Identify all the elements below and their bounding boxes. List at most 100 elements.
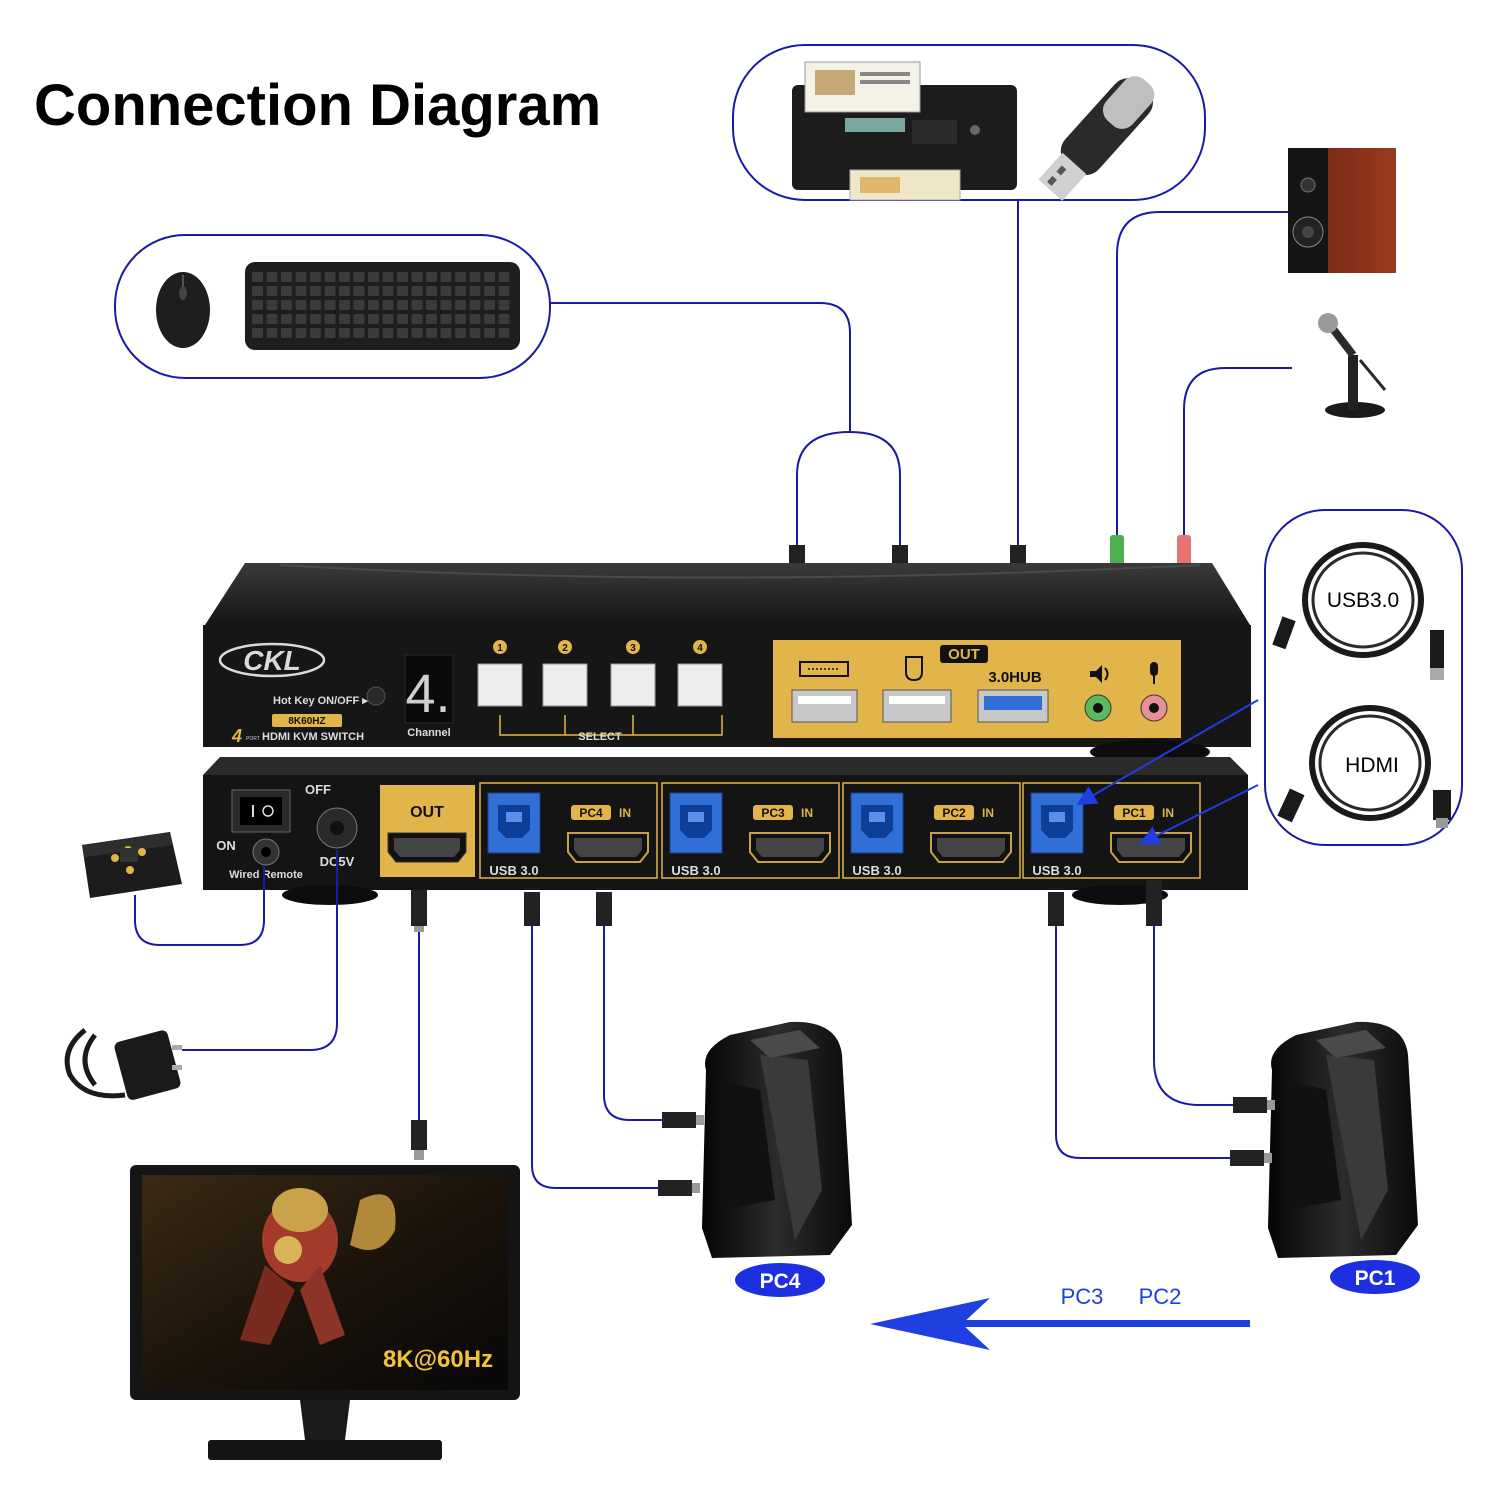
arrow-label-pc3: PC3 <box>1061 1284 1104 1309</box>
select-button-3[interactable]: 3 <box>610 640 656 707</box>
pc-port-badge-bg <box>753 805 793 820</box>
power-adapter-icon <box>64 1028 182 1100</box>
select-number-2: 2 <box>562 643 568 654</box>
pc1-usb-plug-icon <box>1048 892 1064 926</box>
pc4-hdmi-plug-icon <box>596 892 612 926</box>
pc4-badge: PC4 <box>735 1263 825 1297</box>
direction-arrow: PC3 PC2 <box>870 1284 1250 1350</box>
mic-port-icon <box>1150 662 1158 684</box>
pc1-hdmi-end-plug <box>1233 1097 1275 1113</box>
pc1-tower-icon <box>1268 1021 1418 1258</box>
microphone-icon <box>1318 313 1387 418</box>
channel-label: Channel <box>407 727 450 739</box>
pc-port-badge-bg <box>571 805 611 820</box>
pc4-usb-end-plug <box>658 1180 700 1196</box>
select-button-2[interactable]: 2 <box>542 640 588 707</box>
keyboard-port-icon <box>799 661 849 677</box>
bottom-wires <box>418 925 1235 1189</box>
speaker-port-icon <box>1090 665 1109 683</box>
select-button-4[interactable]: 4 <box>677 640 723 707</box>
top-wires <box>550 200 1292 545</box>
select-button-1[interactable]: 1 <box>477 640 523 707</box>
pc1-usb-end-plug <box>1230 1150 1272 1166</box>
usb3-b-port-pc4[interactable] <box>487 792 541 854</box>
hdmi-in-port-pc1[interactable] <box>1110 832 1192 863</box>
usb3-b-port-pc1[interactable] <box>1030 792 1084 854</box>
pc4-tower-icon <box>702 1021 852 1258</box>
select-buttons: 1 2 3 4 <box>477 640 723 707</box>
usb3-hub-port[interactable] <box>977 689 1049 723</box>
pc-port-badge-bg <box>1114 805 1154 820</box>
cables-bubble: USB3.0 HDMI <box>1264 509 1463 846</box>
pc-port-label: PC1 <box>1122 806 1146 820</box>
usb3-label: USB 3.0 <box>852 863 901 878</box>
power-off-label: OFF <box>305 782 331 797</box>
usb3-label: USB 3.0 <box>489 863 538 878</box>
hotkey-label: Hot Key ON/OFF ▸ <box>273 695 368 707</box>
game-character-image <box>240 1188 396 1345</box>
pc4-usb-plug-icon <box>524 892 540 926</box>
printer-usb-bubble <box>732 44 1206 201</box>
usb3-label: USB 3.0 <box>1032 863 1081 878</box>
bottom-usb-plugs <box>411 880 1275 1196</box>
usb-cable-coil-icon <box>1302 542 1424 658</box>
usb3-b-port-pc3[interactable] <box>669 792 723 854</box>
svg-text:CKL: CKL <box>243 645 301 676</box>
usb2-port-mouse[interactable] <box>882 689 952 723</box>
pc-port-badge-bg <box>934 805 974 820</box>
hdmi-out-panel <box>380 785 475 877</box>
select-label: SELECT <box>578 731 622 743</box>
monitor-input-plug-icon <box>411 1120 427 1160</box>
hub-out-badge: OUT <box>948 646 980 663</box>
model-prefix: 4 <box>231 726 242 746</box>
usb-cable-label: USB3.0 <box>1327 589 1399 612</box>
in-label: IN <box>801 806 813 820</box>
wired-remote-device <box>82 832 182 898</box>
pc1-badge: PC1 <box>1330 1260 1420 1294</box>
hdmi-in-port-pc3[interactable] <box>749 832 831 863</box>
power-on-label: ON <box>216 838 236 853</box>
hdmi-out-label: OUT <box>410 804 444 821</box>
hub-label: 3.0HUB <box>988 669 1042 686</box>
pc-port-label: PC2 <box>942 806 966 820</box>
usb3-b-port-pc2[interactable] <box>850 792 904 854</box>
hotkey-button[interactable] <box>366 686 386 706</box>
pc-port-label: PC4 <box>579 806 603 820</box>
select-number-3: 3 <box>630 643 636 654</box>
hdmi-in-port-pc2[interactable] <box>930 832 1012 863</box>
select-number-1: 1 <box>497 643 503 654</box>
keyboard-icon <box>245 262 520 350</box>
svg-text:PC4: PC4 <box>760 1270 801 1293</box>
remote-wire <box>134 866 265 946</box>
cable-pointer-arrows <box>1076 699 1259 845</box>
hdmi-out-port[interactable] <box>387 832 467 863</box>
resolution-badge: 8K60HZ <box>288 716 325 727</box>
pc1-hdmi-plug-icon <box>1146 880 1162 926</box>
hdmi-in-port-pc4[interactable] <box>567 832 649 863</box>
usb2-port-keyboard[interactable] <box>791 689 858 723</box>
arrow-label-pc2: PC2 <box>1139 1284 1182 1309</box>
channel-display <box>404 654 454 724</box>
page-title: Connection Diagram <box>34 73 601 138</box>
resolution-badge-bg <box>272 714 342 727</box>
wired-remote-label: Wired Remote <box>229 869 303 881</box>
monitor-icon: 8K@60Hz <box>130 1165 520 1460</box>
model-name: HDMI KVM SWITCH <box>262 731 364 743</box>
speaker-icon <box>1288 148 1396 273</box>
power-switch[interactable] <box>231 789 291 833</box>
power-wire <box>182 850 338 1051</box>
usb3-label: USB 3.0 <box>671 863 720 878</box>
pc4-hdmi-end-plug <box>662 1112 704 1128</box>
brand-logo: CKL <box>218 642 326 678</box>
monitor-hdmi-plug-icon <box>411 890 427 932</box>
mouse-port-icon <box>905 656 923 682</box>
select-number-4: 4 <box>697 643 703 654</box>
